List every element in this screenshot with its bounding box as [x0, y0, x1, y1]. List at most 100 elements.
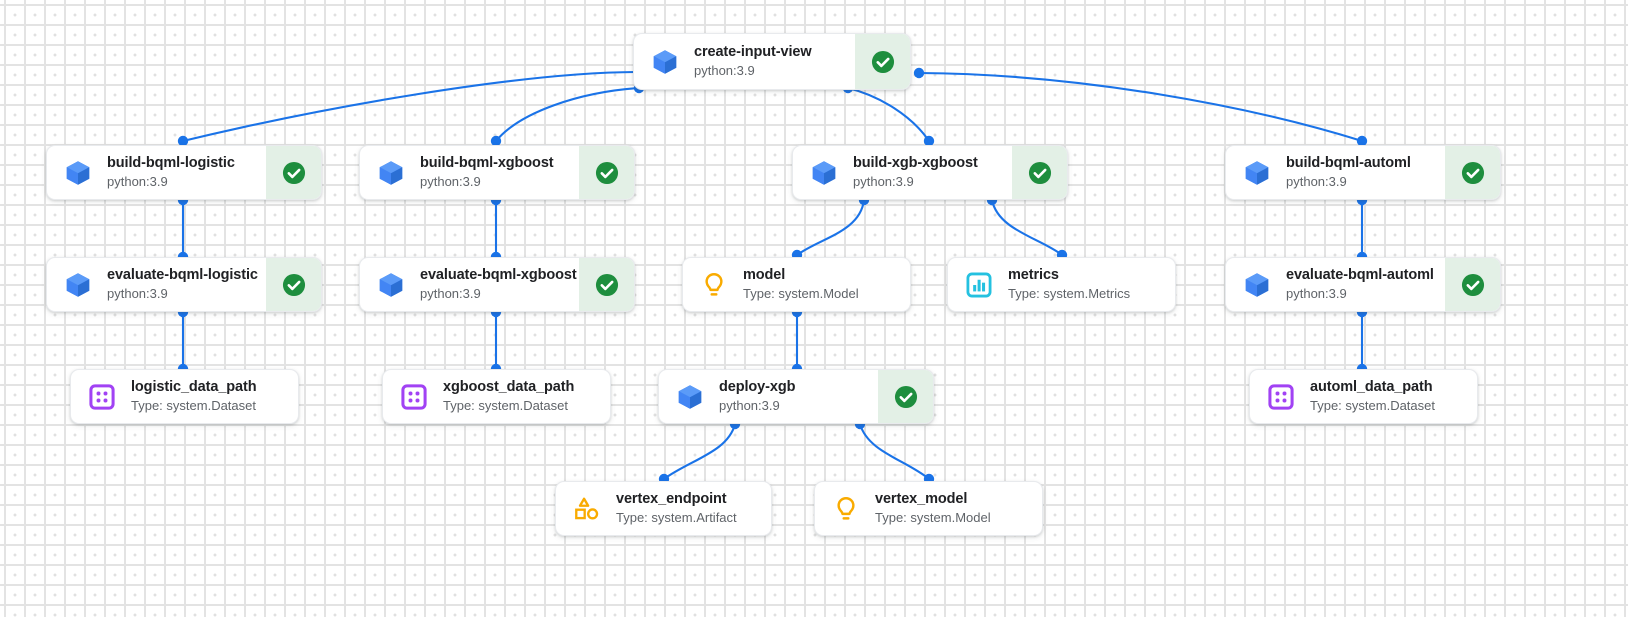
shapes-icon — [572, 494, 602, 524]
node-subtitle: Type: system.Model — [875, 510, 991, 526]
node-title: build-bqml-automl — [1286, 154, 1411, 171]
edge-create-input-view-to-build-xgb-xgboost — [847, 86, 930, 142]
status-badge-succeeded[interactable] — [878, 370, 933, 423]
edge-deploy-xgb-to-vertex_endpoint — [663, 423, 737, 480]
bar-chart-icon — [964, 270, 994, 300]
cube-icon — [63, 158, 93, 188]
node-text: build-xgb-xgboost python:3.9 — [853, 154, 978, 191]
cube-icon — [376, 158, 406, 188]
node-body: build-xgb-xgboost python:3.9 — [793, 146, 1012, 199]
cube-icon — [675, 382, 705, 412]
status-badge-succeeded[interactable] — [1445, 146, 1500, 199]
node-subtitle: python:3.9 — [107, 174, 168, 190]
node-title: create-input-view — [694, 43, 812, 60]
node-text: create-input-view python:3.9 — [694, 43, 812, 80]
cube-icon — [1242, 270, 1272, 300]
node-subtitle: python:3.9 — [1286, 174, 1347, 190]
lightbulb-icon — [831, 494, 861, 524]
check-circle-icon — [871, 50, 894, 73]
node-title: build-bqml-xgboost — [420, 154, 554, 171]
node-body: create-input-view python:3.9 — [634, 34, 855, 89]
node-build-bqml-automl[interactable]: build-bqml-automl python:3.9 — [1225, 145, 1501, 200]
node-title: vertex_endpoint — [616, 490, 727, 507]
status-badge-succeeded[interactable] — [579, 146, 634, 199]
node-subtitle: Type: system.Dataset — [1310, 398, 1435, 414]
edge-create-input-view-to-build-bqml-automl — [918, 71, 1363, 143]
node-subtitle: Type: system.Dataset — [443, 398, 568, 414]
edge-create-input-view-to-build-bqml-logistic — [182, 70, 640, 143]
status-badge-succeeded[interactable] — [855, 34, 910, 89]
node-title: deploy-xgb — [719, 378, 796, 395]
node-title: logistic_data_path — [131, 378, 257, 395]
node-subtitle: python:3.9 — [420, 174, 481, 190]
edge-port-dot[interactable] — [913, 67, 925, 79]
status-badge-succeeded[interactable] — [1012, 146, 1067, 199]
edge-deploy-xgb-to-vertex_model — [858, 423, 930, 480]
node-title: model — [743, 266, 786, 283]
node-text: build-bqml-automl python:3.9 — [1286, 154, 1411, 191]
check-circle-icon — [282, 273, 305, 296]
node-title: build-xgb-xgboost — [853, 154, 978, 171]
cube-icon — [63, 270, 93, 300]
check-circle-icon — [595, 161, 618, 184]
node-subtitle: Type: system.Artifact — [616, 510, 737, 526]
node-body: build-bqml-xgboost python:3.9 — [360, 146, 579, 199]
lightbulb-icon — [699, 270, 729, 300]
node-body: evaluate-bqml-xgboost python:3.9 — [360, 258, 579, 311]
node-subtitle: python:3.9 — [1286, 286, 1347, 302]
check-circle-icon — [1461, 161, 1484, 184]
node-build-bqml-xgboost[interactable]: build-bqml-xgboost python:3.9 — [359, 145, 635, 200]
node-create-input-view[interactable]: create-input-view python:3.9 — [633, 33, 911, 90]
node-title: xgboost_data_path — [443, 378, 575, 395]
status-badge-succeeded[interactable] — [579, 258, 634, 311]
dataset-grid-icon — [399, 382, 429, 412]
status-badge-succeeded[interactable] — [266, 258, 321, 311]
node-subtitle: python:3.9 — [420, 286, 481, 302]
check-circle-icon — [282, 161, 305, 184]
node-title: evaluate-bqml-xgboost — [420, 266, 577, 283]
node-body: build-bqml-automl python:3.9 — [1226, 146, 1445, 199]
node-subtitle: python:3.9 — [853, 174, 914, 190]
dataset-grid-icon — [1266, 382, 1296, 412]
status-badge-succeeded[interactable] — [1445, 258, 1500, 311]
check-circle-icon — [595, 273, 618, 296]
node-title: metrics — [1008, 266, 1059, 283]
node-text: evaluate-bqml-xgboost python:3.9 — [420, 266, 577, 303]
check-circle-icon — [894, 385, 917, 408]
node-subtitle: python:3.9 — [694, 63, 755, 79]
edge-create-input-view-to-build-bqml-xgboost — [495, 86, 640, 142]
dataset-grid-icon — [87, 382, 117, 412]
edge-build-xgb-xgboost-to-model — [796, 199, 866, 256]
status-badge-succeeded[interactable] — [266, 146, 321, 199]
node-title: vertex_model — [875, 490, 968, 507]
node-build-xgb-xgboost[interactable]: build-xgb-xgboost python:3.9 — [792, 145, 1068, 200]
check-circle-icon — [1028, 161, 1051, 184]
node-title: evaluate-bqml-logistic — [107, 266, 258, 283]
node-evaluate-bqml-xgboost[interactable]: evaluate-bqml-xgboost python:3.9 — [359, 257, 635, 312]
